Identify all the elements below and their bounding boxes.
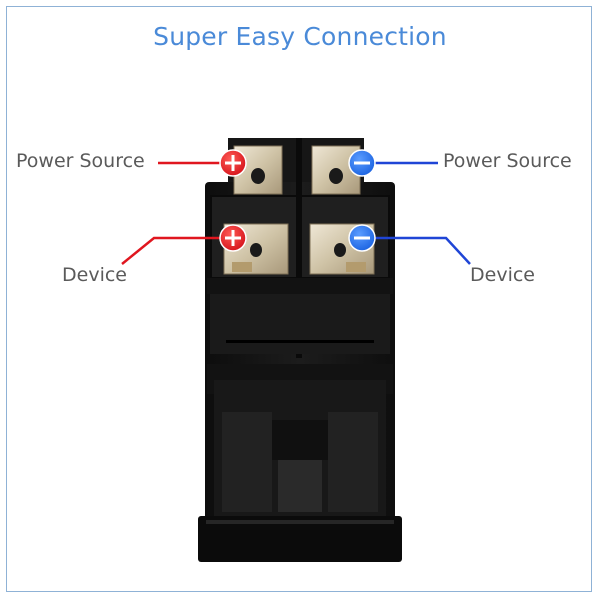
- diagram-title: Super Easy Connection: [153, 22, 447, 51]
- negative-marker-top: [348, 149, 376, 177]
- positive-marker-top: [219, 149, 247, 177]
- label-device-left: Device: [62, 264, 127, 286]
- negative-marker-bottom: [348, 224, 376, 252]
- label-power-source-right: Power Source: [443, 150, 572, 172]
- label-device-right: Device: [470, 264, 535, 286]
- leader-line-device-right: [375, 236, 471, 265]
- switch-body: [198, 138, 402, 562]
- leader-line-device-left: [121, 236, 222, 265]
- positive-marker-bottom: [219, 224, 247, 252]
- label-power-source-left: Power Source: [16, 150, 145, 172]
- leader-lines: [121, 161, 471, 265]
